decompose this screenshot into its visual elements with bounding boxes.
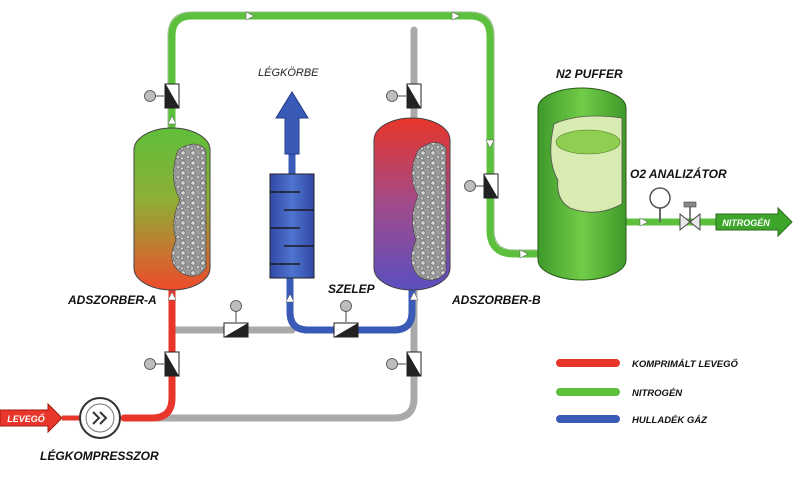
flow-markers (167, 11, 649, 303)
valves (144, 83, 499, 377)
legkompresszor-label: LÉGKOMPRESSZOR (40, 448, 159, 463)
compressor (62, 397, 121, 439)
vent-arrow-icon (275, 91, 309, 155)
o2-analyzer (649, 187, 671, 222)
flow-marker-icon (245, 11, 255, 21)
legend: KOMPRIMÁLT LEVEGŐ NITROGÉN HULLADÉK GÁZ (556, 358, 739, 426)
adszorber-b-label: ADSZORBER-B (451, 293, 541, 307)
air-pipes (120, 286, 176, 422)
silencer (269, 173, 315, 279)
legkorbe-label: LÉGKÖRBE (258, 66, 319, 79)
flow-marker-icon (285, 293, 295, 303)
o2-analizator-label: O2 ANALIZÁTOR (630, 166, 727, 181)
legend-item: KOMPRIMÁLT LEVEGŐ (556, 358, 739, 370)
valve-icon (386, 83, 422, 109)
n2-buffer-tank (537, 87, 627, 281)
n2-puffer-label: N2 PUFFER (556, 67, 623, 81)
adsorber-a (133, 127, 211, 291)
valve-icon (386, 351, 422, 377)
adszorber-a-label: ADSZORBER-A (67, 293, 157, 307)
valve-icon (223, 300, 249, 338)
valve-icon (333, 300, 359, 338)
nitrogen-output-arrow: NITROGÉN (715, 206, 793, 238)
legend-label: KOMPRIMÁLT LEVEGŐ (632, 358, 739, 370)
nitrogen-pipe-edges (167, 11, 540, 251)
flow-marker-icon (167, 115, 177, 125)
flow-marker-icon (409, 291, 419, 301)
legend-item: NITROGÉN (556, 388, 683, 399)
air-input-arrow: LEVEGŐ (0, 402, 63, 434)
valve-icon (464, 173, 499, 199)
adsorber-b (373, 117, 451, 291)
output-valve (679, 201, 701, 232)
legend-item: HULLADÉK GÁZ (556, 415, 708, 426)
flow-marker-icon (639, 217, 649, 227)
legend-label: HULLADÉK GÁZ (632, 415, 708, 426)
flow-marker-icon (167, 291, 177, 301)
legend-label: NITROGÉN (632, 388, 683, 399)
air-input-label: LEVEGŐ (7, 413, 45, 424)
nitrogen-output-label: NITROGÉN (722, 218, 770, 228)
valve-icon (679, 212, 691, 232)
flow-marker-icon (519, 249, 529, 259)
flow-marker-icon (485, 139, 495, 149)
flow-marker-icon (451, 11, 461, 21)
valve-icon (144, 351, 180, 377)
szelep-label: SZELEP (328, 282, 376, 296)
valve-icon (144, 83, 180, 109)
gauge-icon (649, 187, 671, 209)
